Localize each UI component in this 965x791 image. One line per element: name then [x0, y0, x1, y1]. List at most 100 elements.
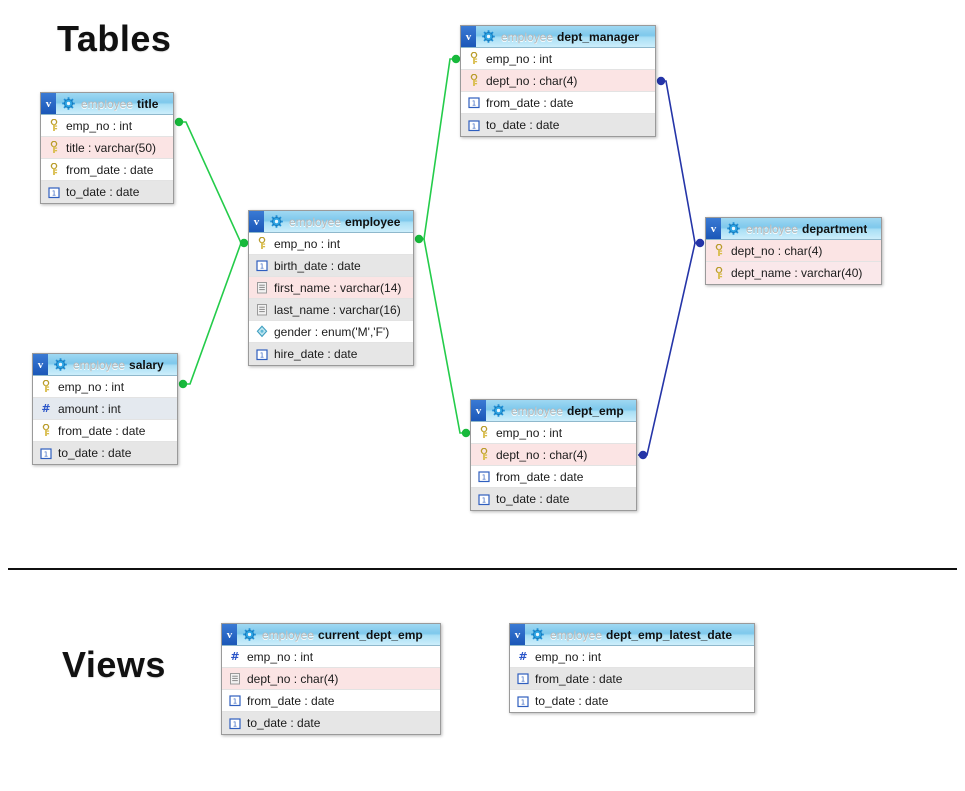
column-row[interactable]: dept_no : char(4): [461, 70, 655, 92]
column-row[interactable]: dept_no : char(4): [706, 240, 881, 262]
column-row[interactable]: #emp_no : int: [222, 646, 440, 668]
column-label: emp_no : int: [58, 379, 125, 394]
edge-endpoint: [695, 238, 705, 248]
edge-endpoint: [174, 117, 184, 127]
column-row[interactable]: #emp_no : int: [510, 646, 754, 668]
key-icon: [467, 52, 480, 66]
date-icon: 1: [47, 185, 60, 199]
column-label: emp_no : int: [247, 649, 314, 664]
column-row[interactable]: dept_no : char(4): [222, 668, 440, 690]
entity-name: employee: [345, 214, 401, 229]
view-badge-icon: v: [33, 354, 48, 375]
column-label: from_date : date: [486, 95, 574, 110]
column-row[interactable]: #amount : int: [33, 398, 177, 420]
column-row[interactable]: emp_no : int: [41, 115, 173, 137]
date-icon: 1: [255, 347, 268, 361]
schema-name: employee: [746, 221, 799, 236]
date-icon: 1: [516, 672, 529, 686]
column-row[interactable]: dept_no : char(4): [471, 444, 636, 466]
column-label: from_date : date: [58, 423, 146, 438]
edge-endpoint: [461, 428, 471, 438]
edge-dept-emp-department: [638, 242, 696, 456]
date-icon: 1: [39, 446, 52, 460]
section-title-views: Views: [62, 644, 166, 685]
date-icon: 1: [228, 694, 241, 708]
gear-icon: [491, 400, 505, 421]
svg-text:1: 1: [51, 189, 55, 197]
column-row[interactable]: from_date : date: [33, 420, 177, 442]
column-label: dept_no : char(4): [247, 671, 339, 686]
entity-name: current_dept_emp: [318, 627, 423, 642]
entity-name: title: [137, 96, 159, 111]
view-badge-icon: v: [510, 624, 525, 645]
column-row[interactable]: emp_no : int: [471, 422, 636, 444]
column-row[interactable]: from_date : date: [41, 159, 173, 181]
column-row[interactable]: 1 hire_date : date: [249, 343, 413, 365]
view-badge-icon: v: [471, 400, 486, 421]
column-row[interactable]: 1 from_date : date: [510, 668, 754, 690]
column-row[interactable]: emp_no : int: [249, 233, 413, 255]
key-icon: [712, 244, 725, 258]
column-label: hire_date : date: [274, 347, 358, 361]
column-row[interactable]: emp_no : int: [33, 376, 177, 398]
column-row[interactable]: emp_no : int: [461, 48, 655, 70]
view-badge-icon: v: [461, 26, 476, 47]
column-row[interactable]: last_name : varchar(16): [249, 299, 413, 321]
column-label: emp_no : int: [486, 51, 553, 66]
column-label: from_date : date: [496, 469, 584, 484]
svg-text:1: 1: [520, 675, 524, 683]
gear-icon: [242, 624, 256, 645]
column-label: amount : int: [58, 401, 121, 416]
column-label: to_date : date: [486, 118, 560, 132]
entity-name: salary: [129, 357, 164, 372]
column-row[interactable]: gender : enum('M','F'): [249, 321, 413, 343]
column-label: to_date : date: [535, 694, 609, 708]
edge-endpoint: [451, 54, 461, 64]
gear-icon: [530, 624, 544, 645]
column-row[interactable]: title : varchar(50): [41, 137, 173, 159]
edge-salary-employee: [180, 242, 242, 385]
column-row[interactable]: dept_name : varchar(40): [706, 262, 881, 284]
gear-icon: [726, 218, 740, 239]
key-icon: [47, 119, 60, 133]
key-icon: [39, 424, 52, 438]
section-title-tables: Tables: [57, 18, 172, 59]
column-row[interactable]: first_name : varchar(14): [249, 277, 413, 299]
entity-name: dept_emp_latest_date: [606, 627, 733, 642]
edge-employee-dept-manager: [415, 58, 459, 240]
key-icon: [477, 448, 490, 462]
gear-icon: [269, 211, 283, 232]
column-label: from_date : date: [535, 671, 623, 686]
